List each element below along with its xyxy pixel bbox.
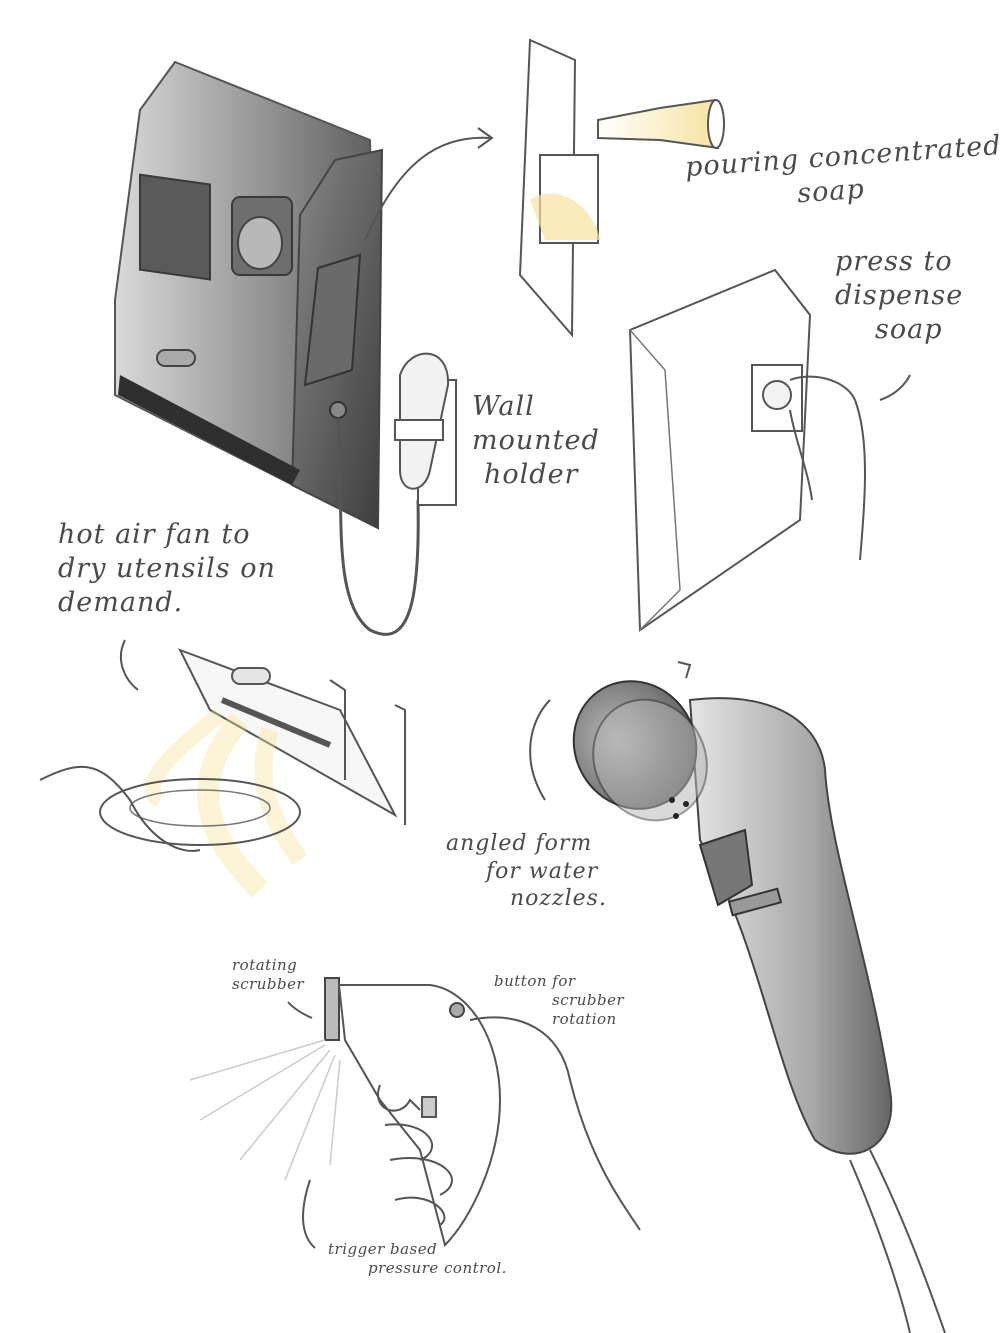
note-line: Wall	[472, 391, 535, 422]
note-line: pressure control.	[368, 1258, 507, 1277]
soap-pouring-detail	[518, 38, 725, 338]
press-arrow-icon	[879, 374, 911, 401]
note-line: rotating	[232, 956, 298, 974]
trigger-arrow-icon	[302, 1179, 316, 1249]
note-line: nozzles.	[510, 886, 607, 911]
arrow-to-soap-detail	[364, 136, 491, 241]
note-line: holder	[484, 458, 579, 490]
rotate-arrow-icon	[529, 699, 551, 801]
note-line: button for	[494, 972, 576, 990]
note-line: press to	[835, 246, 953, 277]
fan-arrow-icon	[119, 639, 139, 691]
press-dispense-detail	[628, 268, 866, 632]
wall-holder	[394, 352, 457, 506]
rotate-arrowhead-icon	[677, 661, 692, 679]
arrowhead-icon	[477, 127, 494, 149]
note-line: hot air fan to	[58, 519, 251, 550]
scrubber-arrow-icon	[287, 1001, 313, 1019]
note-line: mounted	[472, 424, 600, 456]
hot-air-fan-detail	[39, 648, 406, 898]
note-press-to-dispense: press to dispense soap	[835, 245, 963, 346]
note-line: scrubber	[552, 990, 625, 1009]
note-rotating-scrubber: rotating scrubber	[232, 956, 304, 994]
spray-gun-large	[572, 680, 946, 1333]
note-line: soap	[875, 313, 943, 345]
handheld-scrubber	[189, 977, 641, 1247]
note-scrubber-button: button for scrubber rotation	[494, 972, 624, 1028]
note-line: scrubber	[232, 974, 305, 993]
note-line: demand.	[58, 586, 184, 618]
note-line: dispense	[835, 279, 964, 311]
note-line: angled form	[446, 831, 593, 856]
note-angled-form: angled form for water nozzles.	[446, 830, 607, 913]
note-hot-air-fan: hot air fan to dry utensils on demand.	[58, 518, 276, 619]
wall-unit	[114, 60, 420, 636]
note-line: trigger based	[328, 1240, 438, 1258]
note-line: rotation	[552, 1009, 617, 1028]
note-wall-holder: Wall mounted holder	[472, 390, 600, 491]
note-line: for water	[486, 858, 599, 884]
note-trigger-control: trigger based pressure control.	[328, 1240, 507, 1278]
note-line: dry utensils on	[58, 552, 276, 584]
